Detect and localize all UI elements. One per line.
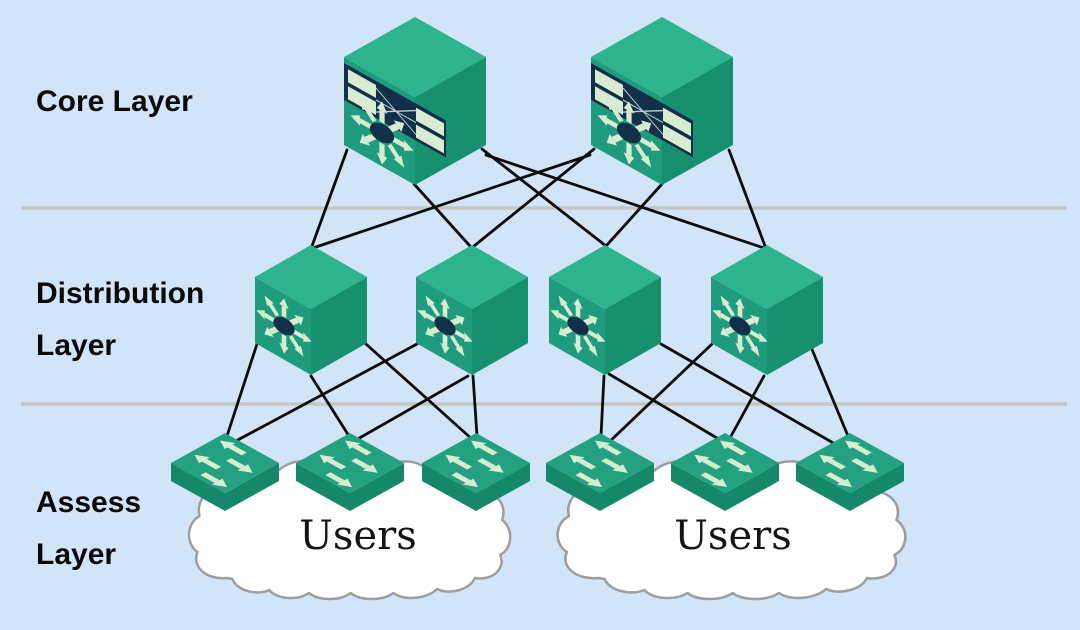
link-core2-dist4 (727, 148, 767, 248)
link-dist4-access6 (809, 345, 850, 438)
distribution-layer-label: Distribution Layer (36, 277, 205, 362)
link-dist4-access5 (728, 374, 766, 440)
link-core1-dist3 (480, 147, 608, 248)
link-core1-dist2 (412, 182, 472, 248)
link-core1-dist1 (310, 148, 349, 248)
access-layer-label: Assess Layer (36, 486, 142, 571)
link-dist3-access4 (599, 374, 606, 438)
distribution-switch-3 (549, 245, 661, 375)
link-dist3-access5 (607, 372, 724, 443)
distribution-switch-1 (255, 245, 367, 375)
core-switch-1 (344, 17, 486, 202)
users-label-2: Users (674, 513, 792, 559)
link-dist4-access4 (605, 342, 714, 446)
core-switch-2 (591, 17, 733, 202)
link-dist1-access1 (225, 342, 259, 438)
link-lines (225, 147, 850, 450)
link-core1-dist4 (484, 153, 766, 250)
link-dist1-access2 (309, 374, 351, 438)
users-label-1: Users (299, 513, 417, 559)
link-core2-dist2 (472, 147, 596, 248)
link-dist2-access3 (471, 374, 479, 438)
link-dist2-access2 (354, 374, 470, 442)
distribution-switch-4 (711, 245, 823, 375)
core-layer-label: Core Layer (36, 85, 193, 118)
link-dist1-access3 (364, 342, 475, 442)
link-core2-dist3 (604, 182, 664, 248)
link-core2-dist1 (311, 153, 592, 250)
link-dist2-access1 (232, 342, 419, 444)
distribution-switch-2 (416, 245, 528, 375)
